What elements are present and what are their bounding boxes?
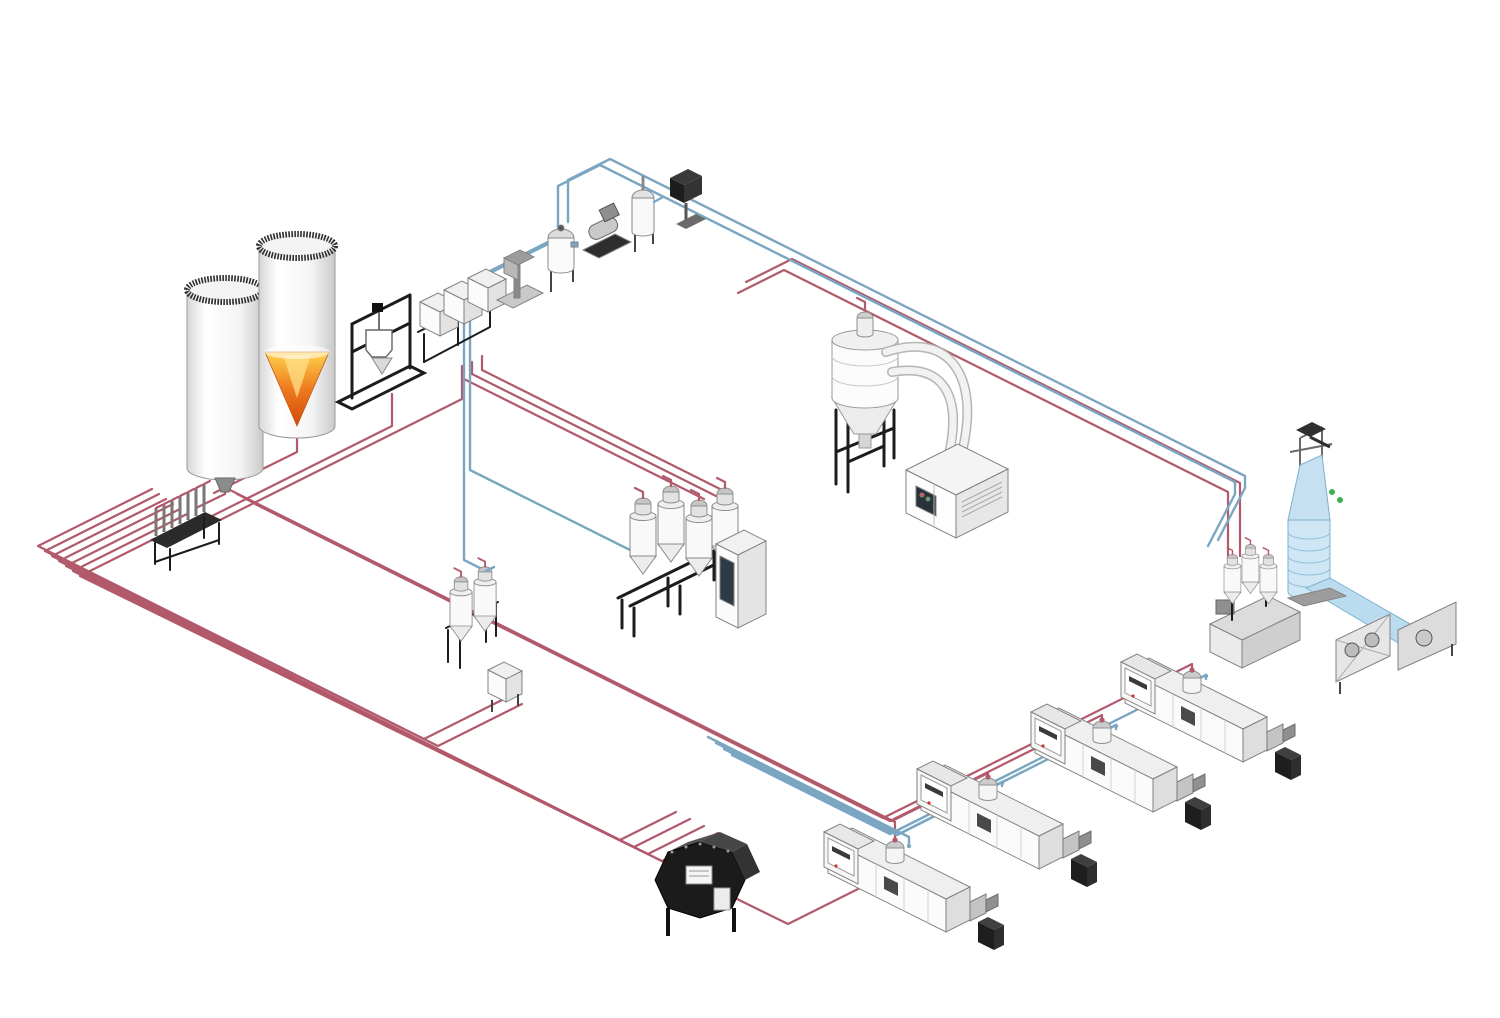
pipe bbox=[57, 502, 692, 849]
big-bag bbox=[365, 329, 393, 358]
vacuum-hopper-loader bbox=[547, 224, 579, 292]
gravimetric-blenders bbox=[1223, 537, 1278, 621]
storage-silo-2 bbox=[256, 231, 338, 439]
coupling-station bbox=[150, 479, 222, 571]
bag-dump-station bbox=[417, 268, 508, 363]
vacuum-pump bbox=[581, 202, 633, 259]
pipe bbox=[744, 257, 1242, 558]
dosing-hopper bbox=[449, 567, 474, 643]
small-press bbox=[495, 249, 545, 309]
tower-hoist bbox=[1296, 422, 1326, 437]
mixer-label bbox=[685, 865, 713, 885]
pipe bbox=[566, 157, 1247, 542]
imm-1 bbox=[823, 823, 1005, 951]
big-bag-station bbox=[334, 293, 428, 411]
octagonal-mixer bbox=[654, 832, 760, 936]
control-panel bbox=[670, 169, 706, 229]
pipe bbox=[210, 392, 394, 518]
film-line bbox=[1208, 422, 1457, 694]
pipe bbox=[480, 354, 730, 495]
pipe bbox=[470, 360, 718, 498]
drying-hopper-small bbox=[684, 488, 714, 578]
twin-dosing-station bbox=[445, 557, 499, 669]
drying-hopper-small bbox=[656, 474, 686, 564]
pipe bbox=[235, 492, 990, 823]
battery-cabinet bbox=[714, 529, 768, 629]
film-web-upper bbox=[1287, 454, 1331, 521]
silo-rim bbox=[256, 231, 338, 261]
desiccant-dryer bbox=[904, 443, 1010, 539]
film-winder bbox=[1335, 601, 1457, 694]
dosing-hopper bbox=[473, 557, 498, 633]
drying-hopper-small bbox=[628, 486, 658, 576]
status-light bbox=[1337, 497, 1343, 503]
pipe bbox=[733, 880, 874, 926]
pipe bbox=[50, 497, 678, 842]
dryer-hoses bbox=[881, 341, 973, 463]
status-light bbox=[1329, 489, 1335, 495]
storage-silo-1 bbox=[184, 275, 266, 493]
drying-hopper-large bbox=[831, 296, 899, 494]
film-extrusion-group bbox=[1208, 587, 1348, 669]
pipe bbox=[556, 163, 1237, 548]
side-container bbox=[486, 661, 524, 712]
silo-rim bbox=[184, 275, 266, 305]
pipe bbox=[460, 364, 706, 501]
red-material-pipes bbox=[36, 257, 1242, 926]
pipe bbox=[736, 268, 1230, 564]
pipe bbox=[43, 492, 524, 748]
hopper-battery bbox=[616, 474, 768, 638]
dust-filter bbox=[631, 176, 665, 252]
